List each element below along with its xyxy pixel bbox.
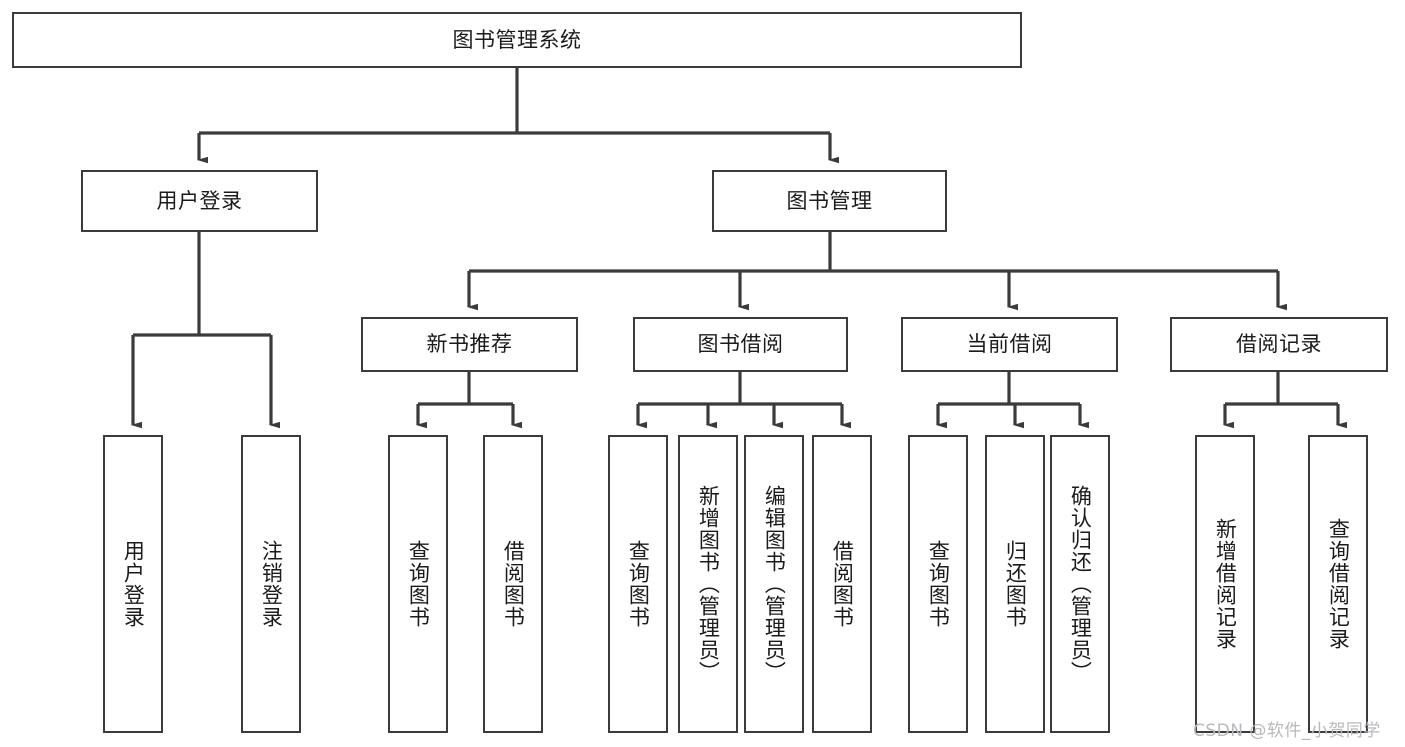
- node-user-login-label: 用户登录: [156, 188, 243, 213]
- leaf-add-borrow-record[interactable]: 新增借阅记录: [1195, 435, 1255, 733]
- leaf-query-book-current-label: 查询图书: [926, 540, 951, 628]
- node-root[interactable]: 图书管理系统: [12, 12, 1022, 68]
- node-book-borrow[interactable]: 图书借阅: [633, 317, 848, 372]
- leaf-query-book-recommend[interactable]: 查询图书: [388, 435, 448, 733]
- node-user-login[interactable]: 用户登录: [81, 170, 318, 232]
- node-new-book-recommend-label: 新书推荐: [426, 332, 513, 357]
- leaf-confirm-return-admin[interactable]: 确认归还（管理员）: [1050, 435, 1110, 733]
- leaf-query-book-recommend-label: 查询图书: [406, 540, 431, 628]
- node-book-manage[interactable]: 图书管理: [712, 170, 947, 232]
- node-borrow-record[interactable]: 借阅记录: [1170, 317, 1388, 372]
- leaf-edit-book-admin[interactable]: 编辑图书（管理员）: [744, 435, 804, 733]
- node-current-borrow[interactable]: 当前借阅: [901, 317, 1118, 372]
- leaf-query-book-borrow[interactable]: 查询图书: [608, 435, 668, 733]
- leaf-borrow-book-borrow-label: 借阅图书: [830, 540, 855, 628]
- leaf-borrow-book-recommend-label: 借阅图书: [501, 540, 526, 628]
- leaf-add-book-admin-label: 新增图书（管理员）: [696, 485, 721, 683]
- leaf-query-book-current[interactable]: 查询图书: [908, 435, 968, 733]
- leaf-logout-label: 注销登录: [259, 540, 284, 628]
- node-book-borrow-label: 图书借阅: [697, 332, 784, 357]
- leaf-return-book[interactable]: 归还图书: [985, 435, 1045, 733]
- node-book-manage-label: 图书管理: [786, 188, 873, 213]
- leaf-add-book-admin[interactable]: 新增图书（管理员）: [678, 435, 738, 733]
- leaf-return-book-label: 归还图书: [1003, 540, 1028, 628]
- leaf-edit-book-admin-label: 编辑图书（管理员）: [762, 485, 787, 683]
- watermark-text: CSDN @软件_小贺同学: [1193, 721, 1381, 741]
- leaf-query-borrow-record-label: 查询借阅记录: [1326, 518, 1351, 650]
- leaf-user-login[interactable]: 用户登录: [103, 435, 163, 733]
- leaf-query-book-borrow-label: 查询图书: [626, 540, 651, 628]
- leaf-logout[interactable]: 注销登录: [241, 435, 301, 733]
- leaf-confirm-return-admin-label: 确认归还（管理员）: [1068, 485, 1093, 683]
- leaf-user-login-label: 用户登录: [121, 540, 146, 628]
- node-current-borrow-label: 当前借阅: [966, 332, 1053, 357]
- leaf-add-borrow-record-label: 新增借阅记录: [1213, 518, 1238, 650]
- node-borrow-record-label: 借阅记录: [1236, 332, 1322, 357]
- leaf-borrow-book-recommend[interactable]: 借阅图书: [483, 435, 543, 733]
- node-new-book-recommend[interactable]: 新书推荐: [361, 317, 578, 372]
- leaf-borrow-book-borrow[interactable]: 借阅图书: [812, 435, 872, 733]
- node-root-label: 图书管理系统: [452, 27, 582, 52]
- leaf-query-borrow-record[interactable]: 查询借阅记录: [1308, 435, 1368, 733]
